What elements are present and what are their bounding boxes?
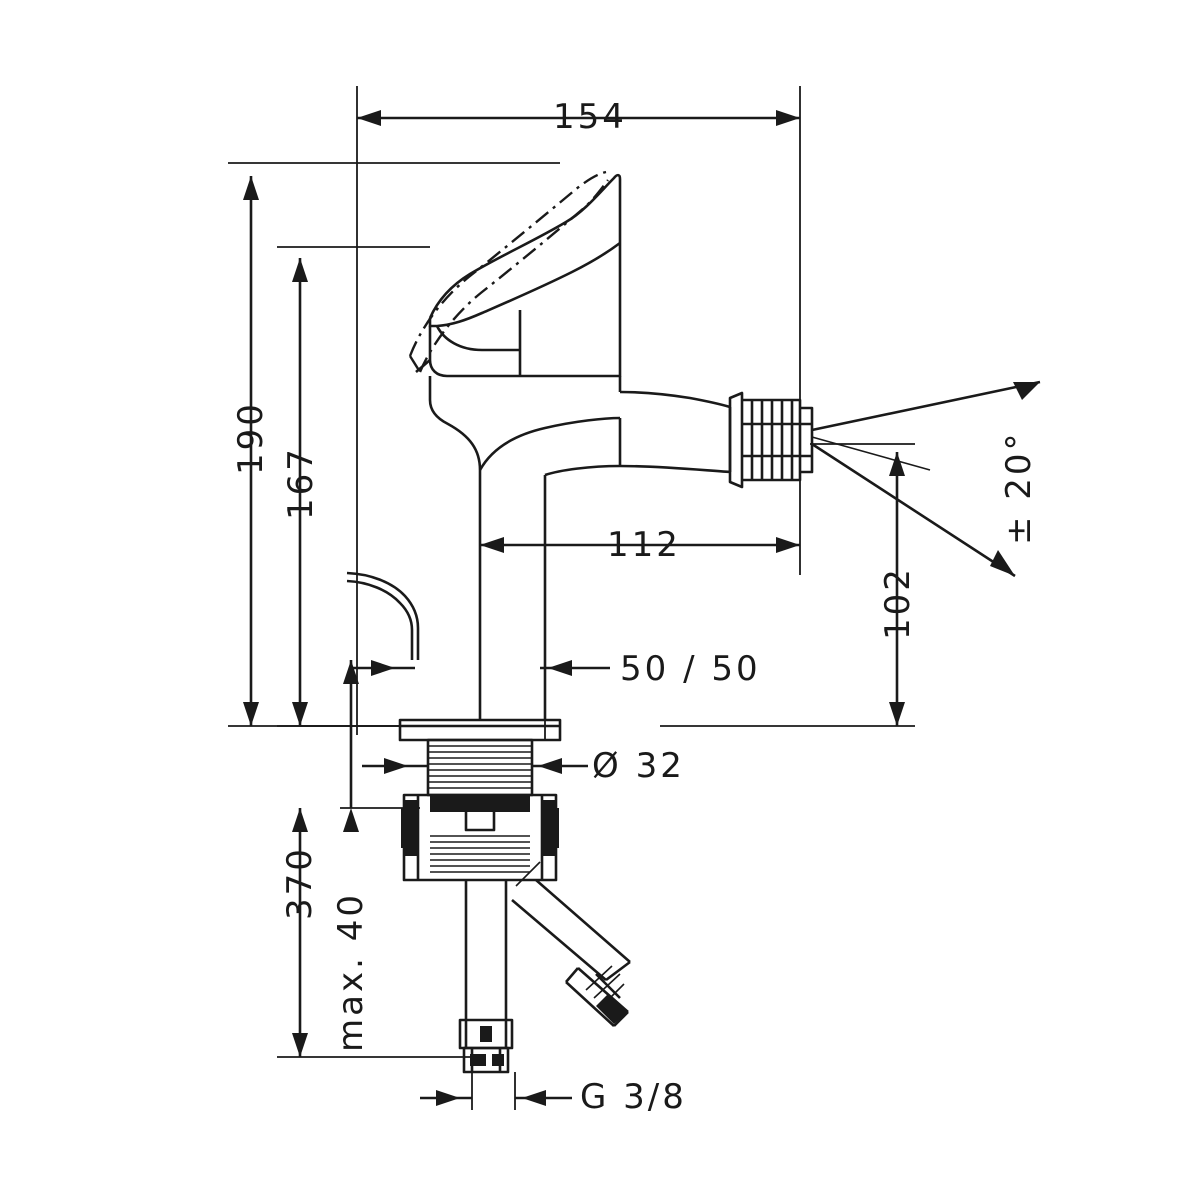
dimension-label-190: 190 bbox=[231, 401, 271, 475]
threaded-shank bbox=[426, 738, 534, 797]
dimension-label-102: 102 bbox=[878, 566, 918, 640]
dimension-label-370: 370 bbox=[280, 846, 320, 920]
supply-hoses bbox=[458, 861, 631, 1074]
dimension-label-max-40: max. 40 bbox=[331, 892, 371, 1052]
dimension-label-167: 167 bbox=[281, 446, 321, 520]
body-spout-outline bbox=[428, 376, 732, 720]
dimension-lines bbox=[243, 110, 1041, 1110]
handle-phantom-position bbox=[408, 170, 609, 373]
dimension-label-154: 154 bbox=[553, 97, 627, 137]
aerator-outlet bbox=[728, 391, 814, 489]
popup-waste-rod bbox=[346, 571, 420, 660]
dimension-label-swivel-angle: ± 20° bbox=[999, 430, 1039, 545]
base-plate bbox=[398, 718, 562, 742]
dimension-label-112: 112 bbox=[607, 525, 681, 565]
lever-handle-outline bbox=[415, 173, 622, 378]
dimension-label-diameter-32: Ø 32 bbox=[592, 746, 685, 786]
dimension-label-thread-g38: G 3/8 bbox=[580, 1077, 687, 1117]
mounting-nut bbox=[401, 793, 559, 882]
dimension-label-50-50: 50 / 50 bbox=[620, 649, 761, 689]
